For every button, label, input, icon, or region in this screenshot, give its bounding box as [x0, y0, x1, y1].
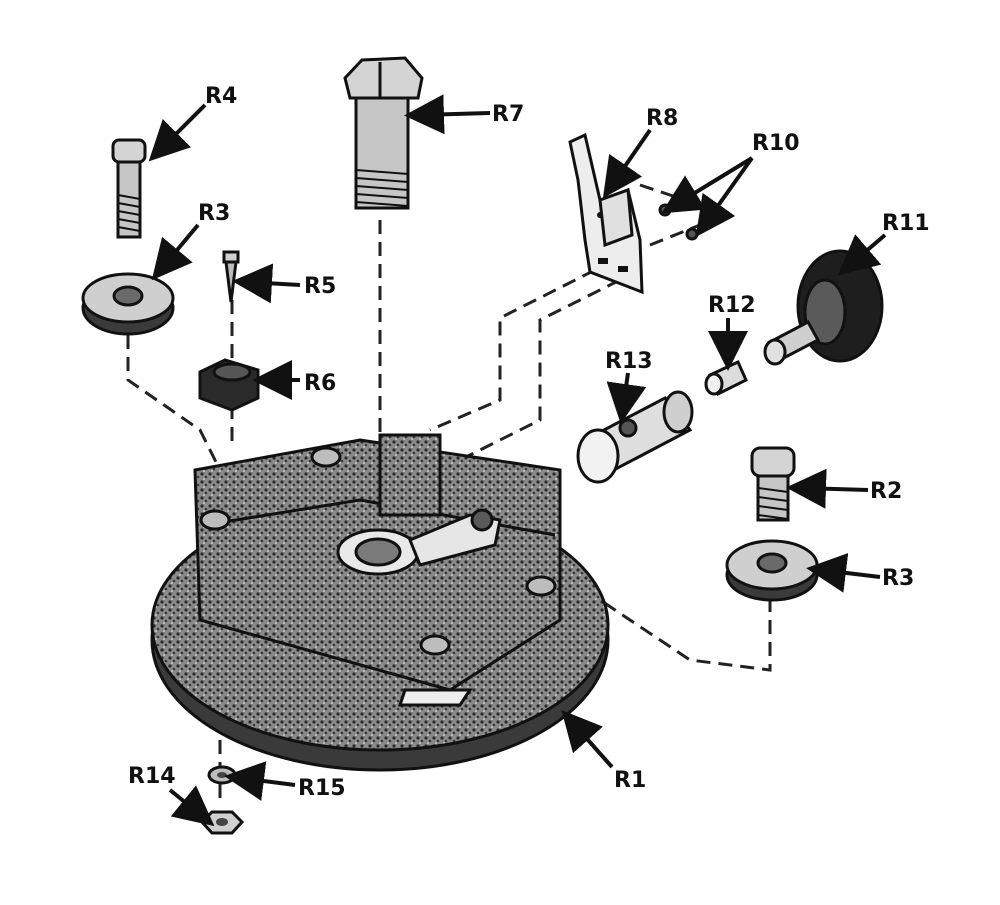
base-casting-r1 — [150, 433, 610, 772]
label-r11: R11 — [882, 211, 930, 236]
label-r5: R5 — [304, 274, 336, 299]
washer-r3-upper — [81, 272, 175, 336]
pin-r12 — [704, 359, 748, 397]
bolt-r2 — [750, 446, 796, 522]
label-r13: R13 — [605, 349, 653, 374]
label-r14: R14 — [128, 764, 176, 789]
sleeve-r13 — [576, 390, 694, 484]
label-r4: R4 — [205, 84, 237, 109]
label-r3-lower: R3 — [882, 566, 914, 591]
label-r6: R6 — [304, 371, 336, 396]
label-r15: R15 — [298, 776, 346, 801]
knurled-shaft-r11 — [763, 249, 884, 366]
hex-bolt-r7 — [343, 56, 424, 210]
label-r3-upper: R3 — [198, 201, 230, 226]
label-r2: R2 — [870, 479, 902, 504]
label-r12: R12 — [708, 293, 756, 318]
lock-washer-r15 — [207, 765, 237, 785]
hex-nut-r14 — [199, 810, 245, 835]
label-r10: R10 — [752, 131, 800, 156]
part-labels: R4 R3 R5 R6 R7 R8 R10 R11 R12 R13 R2 R3 … — [128, 84, 930, 801]
leader-arrows — [148, 94, 887, 827]
screw-r5 — [222, 250, 240, 303]
nut-r6 — [198, 358, 260, 412]
label-r7: R7 — [492, 102, 524, 127]
label-r8: R8 — [646, 106, 678, 131]
bolt-r4 — [111, 138, 147, 239]
label-r1: R1 — [614, 768, 646, 793]
washer-r3-lower — [725, 539, 819, 602]
bracket-r8 — [568, 132, 644, 295]
